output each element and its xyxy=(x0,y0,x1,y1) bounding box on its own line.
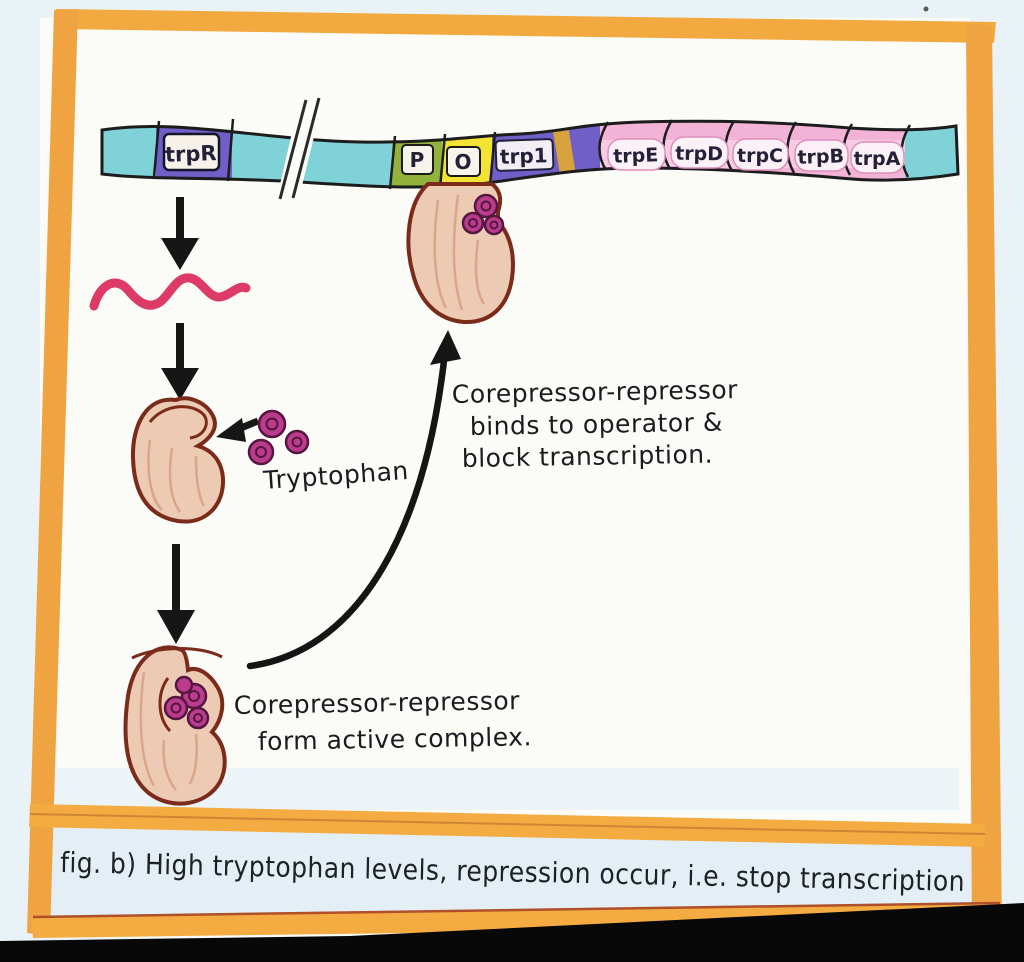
frame-divider-edge xyxy=(29,813,986,835)
arrow-repressor-to-complex xyxy=(157,544,195,644)
complex-note-line2: form active complex. xyxy=(258,722,533,756)
trpR-label-box: trpR xyxy=(162,132,221,172)
marker-frame xyxy=(0,9,1024,962)
frame-bottom-bar xyxy=(31,902,1004,938)
promoter-label-box: P xyxy=(401,144,434,175)
binds-operator-note: Corepressor-repressor binds to operator … xyxy=(452,375,739,473)
gene-trpB-label: trpB xyxy=(797,145,844,169)
arrow-complex-to-operator xyxy=(246,330,461,670)
blob-texture xyxy=(139,671,198,791)
gene-trpD-label: trpD xyxy=(675,143,723,166)
binds-note-line2: binds to operator & xyxy=(470,408,723,441)
active-complex-note: Corepressor-repressor form active comple… xyxy=(234,686,533,756)
binds-note-line1: Corepressor-repressor xyxy=(452,375,739,409)
repressor-bound-to-operator xyxy=(406,182,515,325)
gene-trpA-label: trpA xyxy=(854,148,901,170)
repressor-fold-line xyxy=(148,405,208,440)
gene-trpA: trpA xyxy=(850,141,905,174)
gene-trpC: trpC xyxy=(732,138,789,171)
strand-outline xyxy=(100,119,960,189)
segment-separators xyxy=(152,118,497,190)
ink-speck xyxy=(923,6,929,12)
complex-corepressor-molecules xyxy=(163,675,210,730)
binds-note-line3: block transcription. xyxy=(462,440,714,473)
operator-label-box: O xyxy=(446,146,481,177)
leader-label: trp1 xyxy=(500,143,548,169)
frame-bottom-edge xyxy=(32,901,1001,919)
frame-left-bar xyxy=(27,9,78,936)
frame-right-bar xyxy=(966,24,1002,932)
bottom-black-bar xyxy=(0,903,1024,962)
blob-texture xyxy=(433,194,486,311)
operator-label: O xyxy=(454,150,471,174)
frame-top-bar xyxy=(56,9,996,43)
arrow-mrna-to-repressor xyxy=(161,323,199,400)
blob-texture xyxy=(147,439,206,513)
gene-trpD: trpD xyxy=(670,136,729,169)
complex-top-line xyxy=(131,647,223,660)
tryptophan-molecules xyxy=(247,409,310,466)
leader-label-box: trp1 xyxy=(494,138,555,172)
gene-pills: trpE trpD trpC trpB trpA xyxy=(607,136,905,174)
corepressor-repressor-complex xyxy=(123,645,227,806)
gene-trpE-label: trpE xyxy=(613,144,659,168)
arrow-trpR-to-mrna xyxy=(161,197,199,270)
repressor-protein xyxy=(130,396,226,524)
mrna-squiggle xyxy=(89,273,251,311)
bound-corepressor-molecules xyxy=(461,193,505,236)
frame-divider-bar xyxy=(29,804,985,847)
trpR-label: trpR xyxy=(165,141,217,167)
gene-trpE: trpE xyxy=(607,138,666,171)
gene-trpB: trpB xyxy=(794,139,849,172)
strand-break xyxy=(276,96,324,202)
gene-trpC-label: trpC xyxy=(737,145,783,167)
promoter-label: P xyxy=(410,148,425,172)
complex-notch-line xyxy=(158,677,172,733)
arrow-tryptophan-to-repressor xyxy=(216,417,260,442)
complex-note-line1: Corepressor-repressor xyxy=(234,686,521,720)
